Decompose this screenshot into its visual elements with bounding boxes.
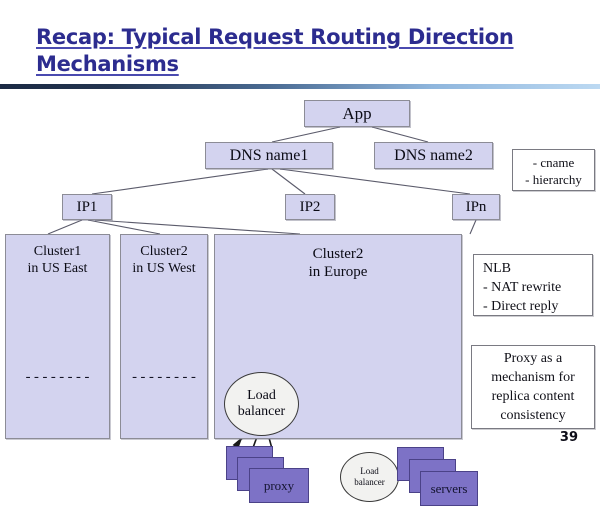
- cluster-us-east-filler: --------: [23, 370, 92, 386]
- note-dns-line1: - cname: [532, 155, 575, 170]
- note-nlb-line2: - NAT rewrite: [483, 280, 562, 295]
- load-balancer-secondary[interactable]: Load balancer: [340, 452, 399, 502]
- node-dns-name2[interactable]: DNS name2: [374, 142, 493, 169]
- node-app[interactable]: App: [304, 100, 410, 127]
- cluster-us-east-name: Cluster1: [33, 244, 82, 259]
- servers-node[interactable]: servers: [420, 471, 478, 506]
- cluster-us-east[interactable]: Cluster1 in US East --------: [5, 234, 110, 439]
- note-proxy-line1: Proxy as a: [503, 351, 563, 366]
- slide-number: 39: [559, 430, 578, 445]
- note-proxy-mechanism: Proxy as a mechanism for replica content…: [471, 345, 595, 429]
- cluster-us-west-filler: --------: [130, 370, 198, 386]
- node-ipn[interactable]: IPn: [452, 194, 500, 220]
- page-title: Recap: Typical Request Routing Direction…: [36, 25, 514, 76]
- note-proxy-line2: mechanism for: [491, 370, 575, 385]
- note-proxy-line4: consistency: [500, 408, 566, 423]
- note-dns-mechanisms: - cname - hierarchy: [512, 149, 595, 191]
- load-balancer-primary[interactable]: Load balancer: [224, 372, 299, 436]
- note-proxy-line3: replica content: [491, 389, 575, 404]
- cluster-europe-title: Cluster2 in Europe: [215, 245, 461, 281]
- note-nlb: NLB - NAT rewrite - Direct reply: [473, 254, 593, 316]
- proxy-node[interactable]: proxy: [249, 468, 309, 503]
- load-balancer-primary-line2: balancer: [237, 404, 286, 419]
- node-ip2[interactable]: IP2: [285, 194, 335, 220]
- cluster-us-west-title: Cluster2 in US West: [121, 243, 207, 277]
- title-divider: [0, 84, 600, 89]
- node-ip1[interactable]: IP1: [62, 194, 112, 220]
- load-balancer-primary-line1: Load: [247, 388, 276, 403]
- load-balancer-secondary-line2: balancer: [354, 477, 385, 487]
- note-nlb-line3: - Direct reply: [483, 299, 559, 314]
- cluster-europe-location: in Europe: [308, 264, 368, 280]
- cluster-us-east-title: Cluster1 in US East: [6, 243, 109, 277]
- cluster-us-west-name: Cluster2: [140, 244, 188, 259]
- load-balancer-secondary-line1: Load: [360, 466, 379, 476]
- cluster-europe-name: Cluster2: [312, 246, 364, 262]
- cluster-us-west[interactable]: Cluster2 in US West --------: [120, 234, 208, 439]
- note-dns-line2: - hierarchy: [525, 172, 582, 187]
- note-nlb-line1: NLB: [483, 261, 511, 276]
- cluster-us-east-location: in US East: [27, 261, 88, 276]
- cluster-us-west-location: in US West: [132, 261, 196, 276]
- node-dns-name1[interactable]: DNS name1: [205, 142, 333, 169]
- routing-diagram: App DNS name1 DNS name2 IP1 IP2 IPn Clus…: [0, 89, 600, 506]
